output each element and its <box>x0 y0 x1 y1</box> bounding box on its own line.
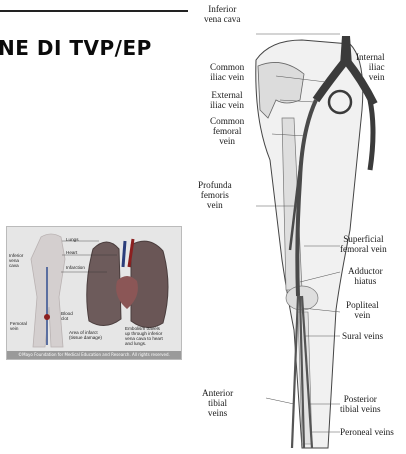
thumb-label-heart: Heart <box>66 250 77 255</box>
thumb-copyright: ©Mayo Foundation for Medical Education a… <box>7 351 181 359</box>
label-inferior-vena-cava: Inferior vena cava <box>204 4 240 24</box>
label-peroneal-veins: Peroneal veins <box>340 427 394 437</box>
label-common-iliac-vein: Common iliac vein <box>210 62 244 82</box>
thumb-label-ivc: Inferior vena cava <box>9 253 23 268</box>
header-rule <box>0 10 188 12</box>
label-common-femoral-vein: Common femoral vein <box>210 116 244 146</box>
thumb-label-lungs: Lungs <box>66 237 79 242</box>
label-profunda-femoris-vein: Profunda femoris vein <box>198 180 232 210</box>
thumb-label-embolism: Embolism travels up through inferior ven… <box>125 326 163 346</box>
label-external-iliac-vein: External iliac vein <box>210 90 244 110</box>
label-sural-veins: Sural veins <box>342 331 383 341</box>
thumb-label-area-of-infarct: Area of infarct (tissue damage) <box>69 330 102 340</box>
label-popliteal-vein: Popliteal vein <box>346 300 379 320</box>
slide-title: NE DI TVP/EP <box>0 36 152 60</box>
thumb-label-blood-clot: Blood clot <box>61 311 73 321</box>
label-superficial-femoral-vein: Superficial femoral vein <box>340 234 387 254</box>
leg-veins-anatomy-figure: Inferior vena cava Common iliac vein Int… <box>190 0 406 450</box>
label-adductor-hiatus: Adductor hiatus <box>348 266 383 286</box>
label-posterior-tibial-veins: Posterior tibial veins <box>340 394 381 414</box>
thumb-label-femoral-vein: Femoral vein <box>10 321 27 331</box>
label-anterior-tibial-veins: Anterior tibial veins <box>202 388 233 418</box>
embolism-illustration: Lungs Heart Infarction Inferior vena cav… <box>6 226 182 360</box>
label-internal-iliac-vein: Internal iliac vein <box>356 52 385 82</box>
thumb-label-infarction: Infarction <box>66 265 85 270</box>
